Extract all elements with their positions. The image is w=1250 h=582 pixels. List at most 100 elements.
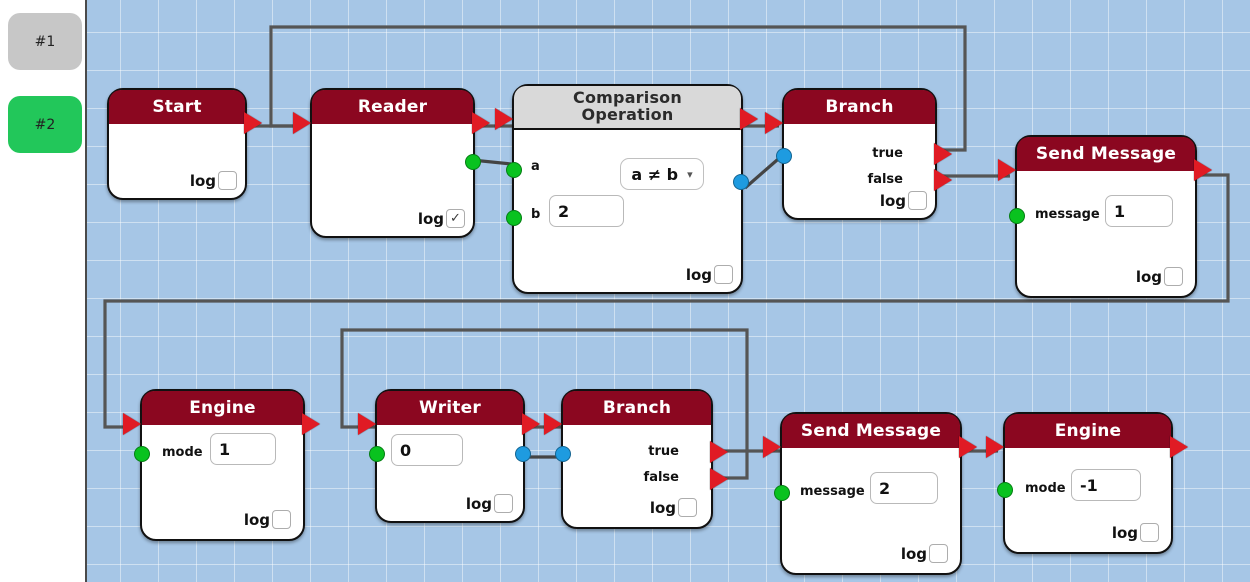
exec-out-triangle-icon[interactable]	[1170, 436, 1188, 458]
node-comparison-operation[interactable]: Comparison Operation a b 2 a ≠ b ▾ log	[495, 84, 758, 294]
exec-out-true-triangle-icon[interactable]	[710, 441, 728, 463]
node-branch-bottom-log-row[interactable]: log	[650, 498, 697, 517]
node-engine-left-log-checkbox[interactable]	[272, 510, 291, 529]
node-reader-title: Reader	[357, 97, 428, 117]
node-branch-bottom-header: Branch	[563, 391, 711, 425]
canvas-left-border	[85, 0, 87, 582]
exec-in-triangle-icon[interactable]	[123, 413, 141, 435]
node-comparison-log-checkbox[interactable]	[714, 265, 733, 284]
input-a-port[interactable]	[506, 162, 522, 178]
value-field[interactable]: 0	[391, 434, 463, 466]
operator-dropdown-value: a ≠ b	[631, 164, 679, 184]
exec-out-triangle-icon[interactable]	[472, 112, 490, 134]
node-engine-right-log-row[interactable]: log	[1112, 523, 1159, 542]
node-engine-left-title: Engine	[189, 398, 256, 418]
chevron-down-icon: ▾	[687, 167, 693, 181]
node-start-log-label: log	[189, 171, 216, 190]
node-branch-bottom-log-checkbox[interactable]	[678, 498, 697, 517]
node-start-header: Start	[109, 90, 245, 124]
node-branch-bottom[interactable]: Branch true false log	[544, 389, 728, 529]
node-start-log-checkbox[interactable]	[218, 171, 237, 190]
value-in-port[interactable]	[369, 446, 385, 462]
node-writer[interactable]: Writer 0 log	[358, 389, 540, 523]
message-in-port[interactable]	[1009, 208, 1025, 224]
node-engine-left[interactable]: Engine mode 1 log	[123, 389, 320, 541]
node-reader-log-row[interactable]: log ✓	[418, 209, 465, 228]
node-send-message-top-header: Send Message	[1017, 137, 1195, 171]
exec-in-triangle-icon[interactable]	[763, 436, 781, 458]
node-branch-top-log-checkbox[interactable]	[908, 191, 927, 210]
node-comparison-header: Comparison Operation	[514, 86, 741, 130]
message-in-port[interactable]	[774, 485, 790, 501]
node-reader-log-checkbox[interactable]: ✓	[446, 209, 465, 228]
mode-label: mode	[162, 445, 203, 460]
node-send-message-bottom-log-row[interactable]: log	[901, 544, 948, 563]
exec-in-triangle-icon[interactable]	[358, 413, 376, 435]
exec-in-triangle-icon[interactable]	[495, 108, 513, 130]
input-b-field[interactable]: 2	[549, 195, 624, 227]
message-label: message	[1035, 207, 1100, 222]
node-engine-left-body: mode 1 log	[123, 413, 320, 539]
exec-out-triangle-icon[interactable]	[1194, 159, 1212, 181]
node-writer-header: Writer	[377, 391, 523, 425]
exec-out-triangle-icon[interactable]	[244, 112, 262, 134]
node-send-message-top[interactable]: Send Message message 1 log	[998, 135, 1212, 298]
exec-out-triangle-icon[interactable]	[740, 108, 758, 130]
node-comparison-log-label: log	[685, 265, 712, 284]
mode-in-port[interactable]	[134, 446, 150, 462]
condition-in-port[interactable]	[555, 446, 571, 462]
node-reader-log-label: log	[417, 209, 444, 228]
data-out-port[interactable]	[465, 154, 481, 170]
message-field[interactable]: 1	[1105, 195, 1173, 227]
node-send-message-top-log-row[interactable]: log	[1136, 267, 1183, 286]
node-reader[interactable]: Reader log ✓	[293, 88, 490, 238]
mode-field[interactable]: 1	[210, 433, 276, 465]
exec-out-true-triangle-icon[interactable]	[934, 143, 952, 165]
node-comparison-title-line2: Operation	[581, 105, 674, 124]
node-engine-left-log-row[interactable]: log	[244, 510, 291, 529]
node-send-message-bottom[interactable]: Send Message message 2 log	[763, 412, 977, 575]
node-engine-right-log-checkbox[interactable]	[1140, 523, 1159, 542]
node-branch-top-log-row[interactable]: log	[880, 191, 927, 210]
node-send-message-top-body: message 1 log	[998, 159, 1212, 296]
branch-true-label: true	[872, 146, 903, 161]
node-send-message-bottom-log-checkbox[interactable]	[929, 544, 948, 563]
exec-out-false-triangle-icon[interactable]	[934, 169, 952, 191]
operator-dropdown[interactable]: a ≠ b ▾	[620, 158, 704, 190]
node-writer-log-row[interactable]: log	[466, 494, 513, 513]
sidebar-tab-1[interactable]: #1	[8, 13, 82, 70]
input-b-port[interactable]	[506, 210, 522, 226]
exec-in-triangle-icon[interactable]	[293, 112, 311, 134]
sidebar-tab-1-label: #1	[34, 33, 56, 50]
mode-in-port[interactable]	[997, 482, 1013, 498]
node-writer-log-checkbox[interactable]	[494, 494, 513, 513]
sidebar-tab-2[interactable]: #2	[8, 96, 82, 153]
exec-out-triangle-icon[interactable]	[302, 413, 320, 435]
node-start-log-row[interactable]: log	[190, 171, 237, 190]
node-send-message-top-log-checkbox[interactable]	[1164, 267, 1183, 286]
node-branch-top-log-label: log	[879, 191, 906, 210]
node-writer-log-label: log	[465, 494, 492, 513]
bool-out-port[interactable]	[733, 174, 749, 190]
data-out-port[interactable]	[515, 446, 531, 462]
node-engine-right[interactable]: Engine mode -1 log	[986, 412, 1188, 554]
node-comparison-log-row[interactable]: log	[686, 265, 733, 284]
exec-in-triangle-icon[interactable]	[986, 436, 1004, 458]
node-graph-canvas[interactable]: Start log Reader log ✓	[85, 0, 1250, 582]
exec-in-triangle-icon[interactable]	[544, 413, 562, 435]
mode-field[interactable]: -1	[1071, 469, 1141, 501]
exec-out-triangle-icon[interactable]	[522, 413, 540, 435]
exec-out-false-triangle-icon[interactable]	[710, 468, 728, 490]
exec-out-triangle-icon[interactable]	[959, 436, 977, 458]
message-field[interactable]: 2	[870, 472, 938, 504]
node-engine-left-header: Engine	[142, 391, 303, 425]
exec-in-triangle-icon[interactable]	[765, 112, 783, 134]
branch-true-label: true	[648, 444, 679, 459]
node-start[interactable]: Start log	[107, 88, 262, 200]
branch-false-label: false	[867, 172, 903, 187]
exec-in-triangle-icon[interactable]	[998, 159, 1016, 181]
node-branch-top[interactable]: Branch true false log	[765, 88, 952, 220]
node-engine-right-log-label: log	[1111, 523, 1138, 542]
condition-in-port[interactable]	[776, 148, 792, 164]
node-branch-bottom-log-label: log	[649, 498, 676, 517]
